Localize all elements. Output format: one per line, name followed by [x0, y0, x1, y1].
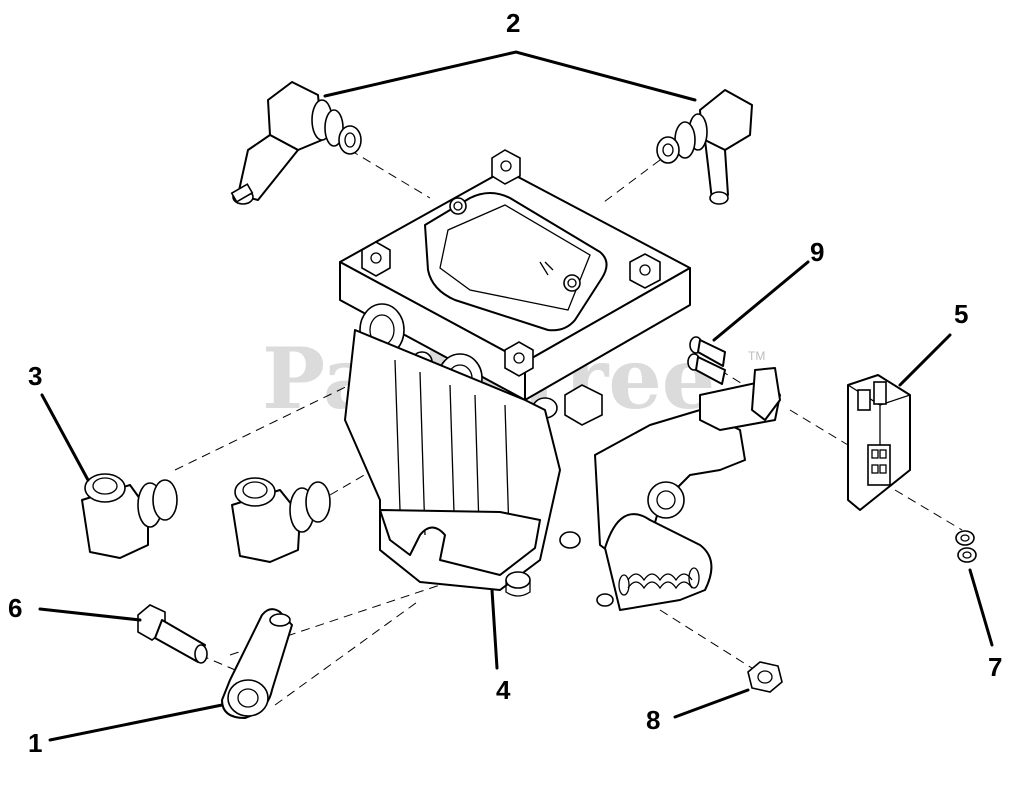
- elbow-fitting-top-right[interactable]: [656, 89, 753, 205]
- nut[interactable]: [747, 661, 783, 693]
- bolt[interactable]: [137, 604, 208, 664]
- callout-6[interactable]: 6: [8, 593, 22, 623]
- spring: [618, 567, 700, 596]
- lever-arm[interactable]: [221, 608, 293, 719]
- callout-2[interactable]: 2: [506, 8, 520, 38]
- callout-3[interactable]: 3: [28, 361, 42, 391]
- callout-8[interactable]: 8: [646, 705, 660, 735]
- callout-4[interactable]: 4: [496, 675, 511, 705]
- elbow-fitting-side-right[interactable]: [231, 477, 331, 563]
- bypass-connector[interactable]: [847, 374, 911, 511]
- washers[interactable]: [955, 530, 977, 563]
- elbow-fitting-top-left[interactable]: [230, 81, 362, 205]
- callout-5[interactable]: 5: [954, 299, 968, 329]
- watermark-trademark: TM: [748, 349, 765, 363]
- housing-bolts: [361, 149, 661, 377]
- callout-leaders: [38, 50, 994, 742]
- callout-9[interactable]: 9: [810, 237, 824, 267]
- callout-1[interactable]: 1: [28, 728, 42, 758]
- callout-7[interactable]: 7: [988, 652, 1002, 682]
- pump-housing[interactable]: [339, 149, 691, 597]
- elbow-fitting-side-left[interactable]: [81, 473, 178, 559]
- pins[interactable]: [687, 336, 726, 385]
- callout-numbers: 2 9 5 3 6 7 4 8 1: [8, 8, 1002, 758]
- lever-spring-assembly: [559, 367, 781, 611]
